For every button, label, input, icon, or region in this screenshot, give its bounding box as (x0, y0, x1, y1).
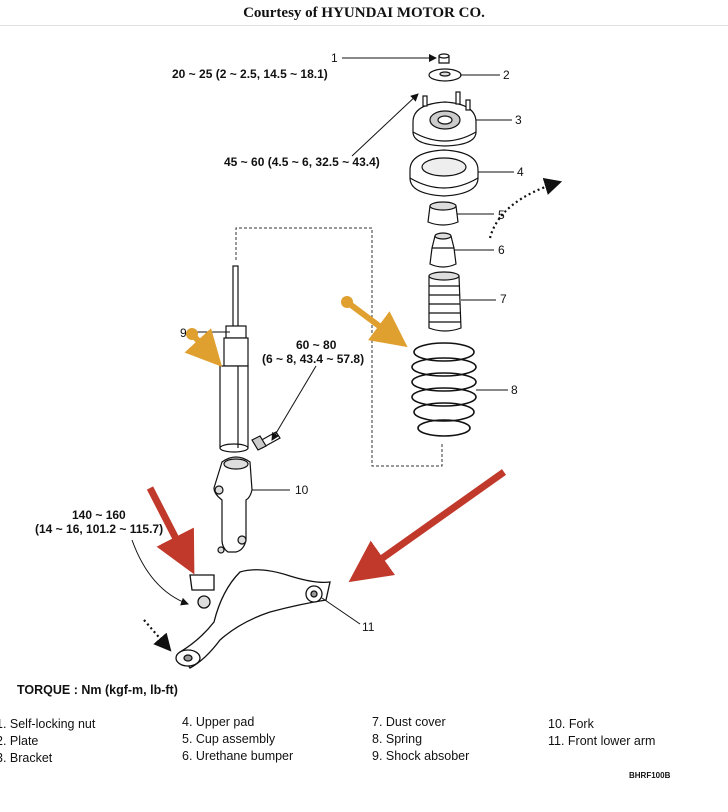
legend-column-1: 1. Self-locking nut 2. Plate 3. Bracket (0, 716, 95, 767)
legend-item: 7. Dust cover (372, 715, 446, 729)
legend-item: 10. Fork (548, 717, 594, 731)
legend-item: 11. Front lower arm (548, 734, 656, 748)
callout-2: 2 (503, 68, 510, 82)
figure-code: BHRF100B (629, 771, 671, 780)
cup-assembly-part (427, 201, 459, 226)
assembly-link-line (235, 227, 443, 467)
rotation-arrow-upper (488, 178, 563, 239)
torque-spec-fork-bolt-a: 60 ~ 80 (296, 338, 337, 352)
callout-5: 5 (498, 208, 505, 222)
bracket-part (412, 91, 477, 147)
leader-torque-4 (131, 539, 189, 606)
callout-7: 7 (500, 292, 507, 306)
legend-column-3: 7. Dust cover 8. Spring 9. Shock absober (372, 714, 469, 765)
legend-item: 5. Cup assembly (182, 732, 276, 746)
legend-item: 3. Bracket (0, 751, 53, 765)
legend-item: 8. Spring (372, 732, 423, 746)
red-annotation-arrows (146, 469, 507, 583)
torque-spec-bracket: 45 ~ 60 (4.5 ~ 6, 32.5 ~ 43.4) (224, 155, 380, 169)
fork-bolt-part (251, 431, 281, 451)
dust-cover-part (428, 271, 462, 332)
orange-annotation-arrows (184, 296, 408, 367)
shock-absorber-part (219, 265, 249, 453)
leader-torque-2 (351, 93, 419, 157)
callout-6: 6 (498, 243, 505, 257)
torque-spec-nut: 20 ~ 25 (2 ~ 2.5, 14.5 ~ 18.1) (172, 67, 328, 81)
torque-unit-title: TORQUE : Nm (kgf-m, lb-ft) (17, 683, 178, 697)
courtesy-header: Courtesy of HYUNDAI MOTOR CO. (243, 5, 485, 21)
coil-spring-part (411, 342, 477, 437)
legend-item: 6. Urethane bumper (182, 749, 294, 763)
legend-item: 2. Plate (0, 734, 39, 748)
front-lower-arm-part (175, 569, 331, 669)
legend-column-4: 10. Fork 11. Front lower arm (548, 716, 655, 750)
urethane-bumper-part (429, 232, 457, 268)
rotation-arrow-lower (143, 619, 172, 652)
callout-3: 3 (515, 113, 522, 127)
fork-part (213, 456, 253, 554)
header-divider (0, 25, 728, 26)
leader-11 (321, 597, 361, 625)
self-locking-nut-part (438, 53, 450, 64)
callout-8: 8 (511, 383, 518, 397)
callout-11: 11 (362, 620, 375, 634)
plate-part (428, 68, 462, 82)
torque-spec-fork-bolt-b: (6 ~ 8, 43.4 ~ 57.8) (262, 352, 365, 366)
upper-pad-part (409, 149, 479, 197)
legend-item: 9. Shock absober (372, 749, 470, 763)
callout-1: 1 (331, 51, 338, 65)
torque-spec-lower-arm-a: 140 ~ 160 (72, 508, 126, 522)
callout-4: 4 (517, 165, 524, 179)
legend-item: 4. Upper pad (182, 715, 255, 729)
legend-item: 1. Self-locking nut (0, 717, 96, 731)
callout-10: 10 (295, 483, 309, 497)
legend-column-2: 4. Upper pad 5. Cup assembly 6. Urethane… (182, 714, 293, 765)
leader-torque-3 (271, 365, 317, 441)
callout-9: 9 (180, 326, 187, 340)
torque-spec-lower-arm-b: (14 ~ 16, 101.2 ~ 115.7) (35, 522, 164, 536)
